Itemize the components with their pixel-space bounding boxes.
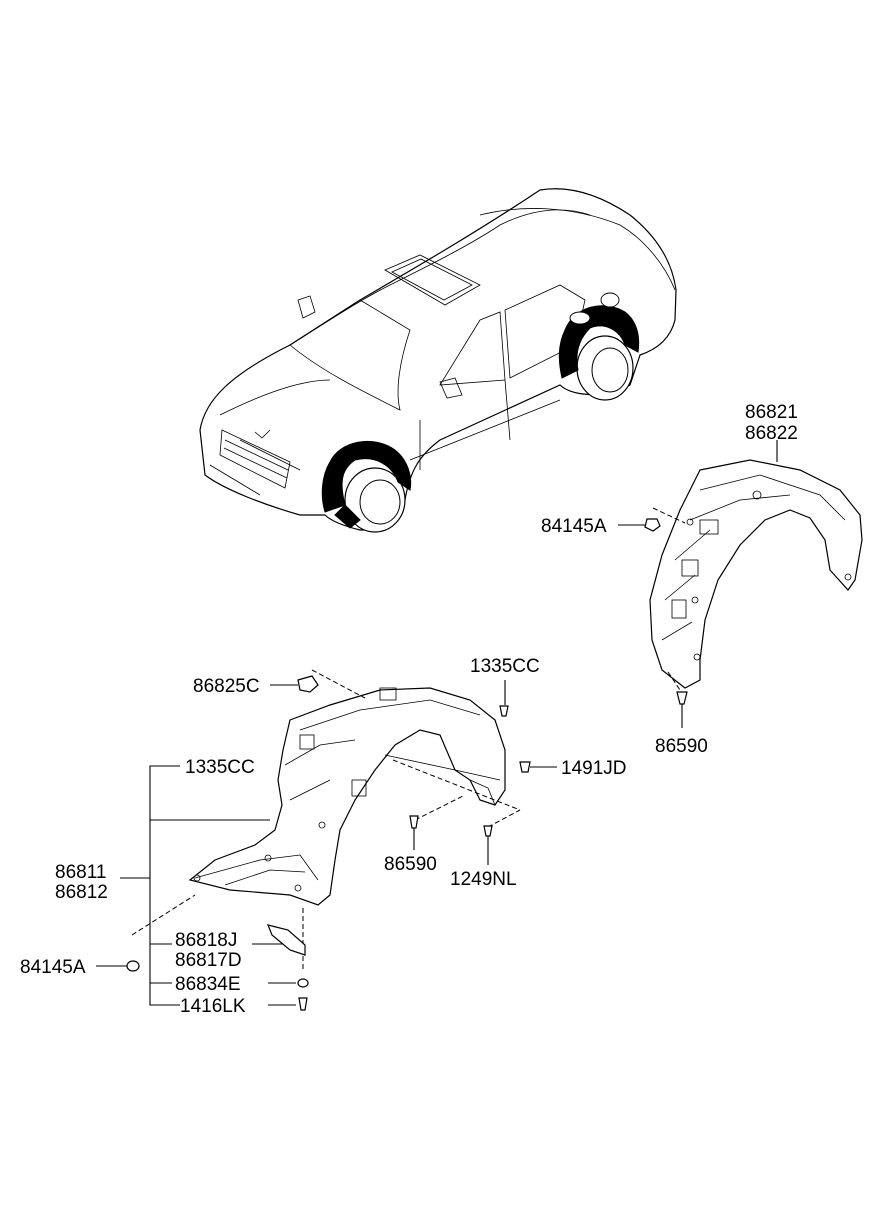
strip-86818J-icon: [267, 924, 306, 956]
label-1335CC-top: 1335CC: [470, 656, 540, 677]
label-1416LK: 1416LK: [180, 996, 246, 1017]
leader-84145A-front-dash: [131, 894, 196, 936]
bolt-1249NL-icon: [483, 825, 493, 837]
washer-86834E-icon: [297, 978, 309, 988]
label-86590-front: 86590: [384, 854, 437, 875]
label-86825C: 86825C: [193, 676, 260, 697]
label-86822: 86822: [745, 423, 798, 444]
clip-1491JD-icon: [519, 761, 531, 773]
label-86590-rear: 86590: [655, 736, 708, 757]
leader-86825C-dash: [311, 669, 366, 699]
nut-84145A-icon: [126, 960, 140, 972]
label-1491JD: 1491JD: [561, 758, 627, 779]
leader-bracket-dash: [392, 759, 521, 811]
rear-wheel-guard: [649, 459, 863, 689]
clip-86825C-icon: [297, 675, 319, 693]
label-84145A-front: 84145A: [20, 957, 86, 978]
label-86811: 86811: [55, 862, 106, 883]
rear-nut-icon: [644, 518, 661, 532]
label-1249NL: 1249NL: [450, 869, 517, 890]
leader-84145A-rear: [652, 507, 686, 524]
leader-1249NL-dash: [487, 809, 521, 828]
screw-1416LK-icon: [298, 997, 308, 1011]
label-86834E: 86834E: [175, 974, 241, 995]
car-illustration: [199, 188, 677, 533]
label-1335CC-bracket: 1335CC: [185, 757, 255, 778]
label-86812: 86812: [55, 882, 108, 903]
clip-1335CC-icon: [499, 705, 509, 717]
rear-screw-icon: [676, 691, 688, 705]
leader-86590-front-dash: [414, 794, 466, 821]
label-86821: 86821: [745, 402, 798, 423]
label-84145A-rear: 84145A: [541, 516, 607, 537]
leader-86590-rear-dash: [667, 671, 681, 691]
group-bracket: [149, 765, 180, 1006]
label-86818J: 86818J: [175, 930, 237, 951]
label-86817D: 86817D: [175, 950, 242, 971]
screw-86590-icon: [409, 815, 419, 829]
